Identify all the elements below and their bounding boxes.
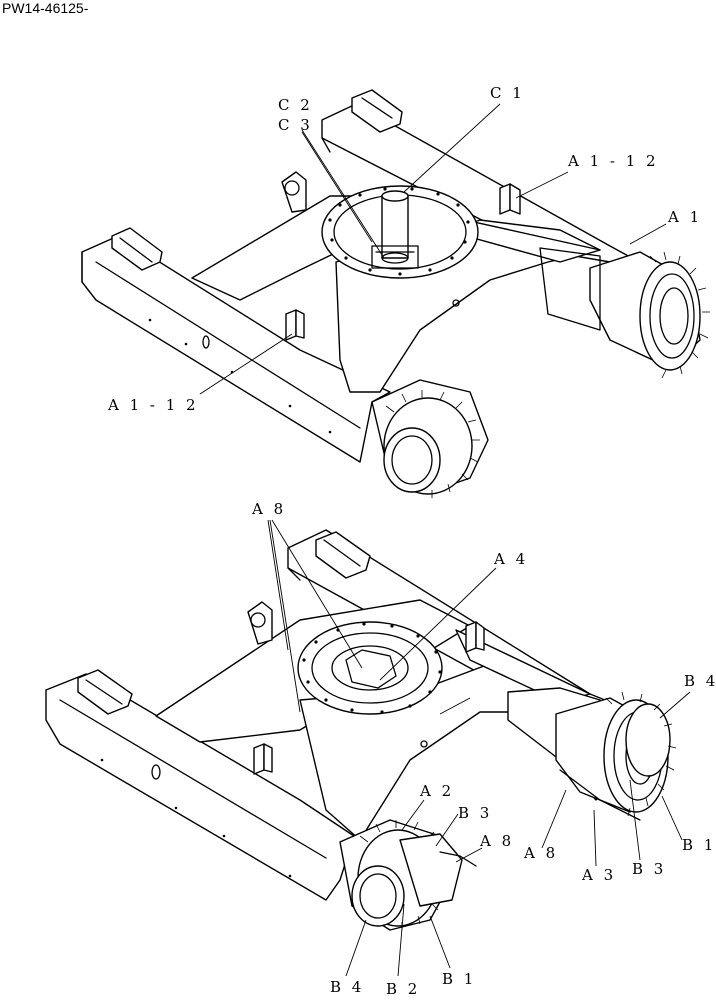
label-c3: C 3 [278,116,313,134]
label-a4: A 4 [493,550,528,568]
label-a2: A 2 [419,782,454,800]
label-b1-right: B 1 [682,836,716,854]
page-code: PW14-46125- [2,0,89,16]
label-b2: B 2 [386,980,420,998]
upper-right-sprocket [539,247,710,379]
label-a8-mid: A 8 [479,832,514,850]
label-a1-12-upper: A 1 - 1 2 [567,152,659,170]
label-b1-bottom: B 1 [442,970,476,988]
label-a8-top: A 8 [251,500,286,518]
label-a1: A 1 [667,208,702,226]
lower-right-sprocket [507,687,677,821]
leader-lines [199,103,691,977]
upper-left-sprocket [371,379,489,498]
lower-track-frame [45,529,611,901]
label-b3-left: B 3 [458,804,492,822]
label-b3-right: B 3 [632,860,666,878]
label-a3: A 3 [581,866,616,884]
swing-circle-bolts-lower [302,622,442,714]
label-a1-12-lower: A 1 - 1 2 [107,396,199,414]
callout-labels: C 2 C 3 C 1 A 1 - 1 2 A 1 A 1 - 1 2 A 8 … [107,84,716,998]
label-b4-right: B 4 [684,672,716,690]
label-b4-bottom: B 4 [330,978,364,996]
label-c1: C 1 [490,84,525,102]
swing-circle-bolts-upper [328,187,470,276]
upper-track-frame [81,89,633,463]
label-c2: C 2 [278,96,313,114]
lower-left-sprocket [339,819,477,931]
center-swivel-joint [371,190,419,269]
label-a8-right: A 8 [523,844,558,862]
